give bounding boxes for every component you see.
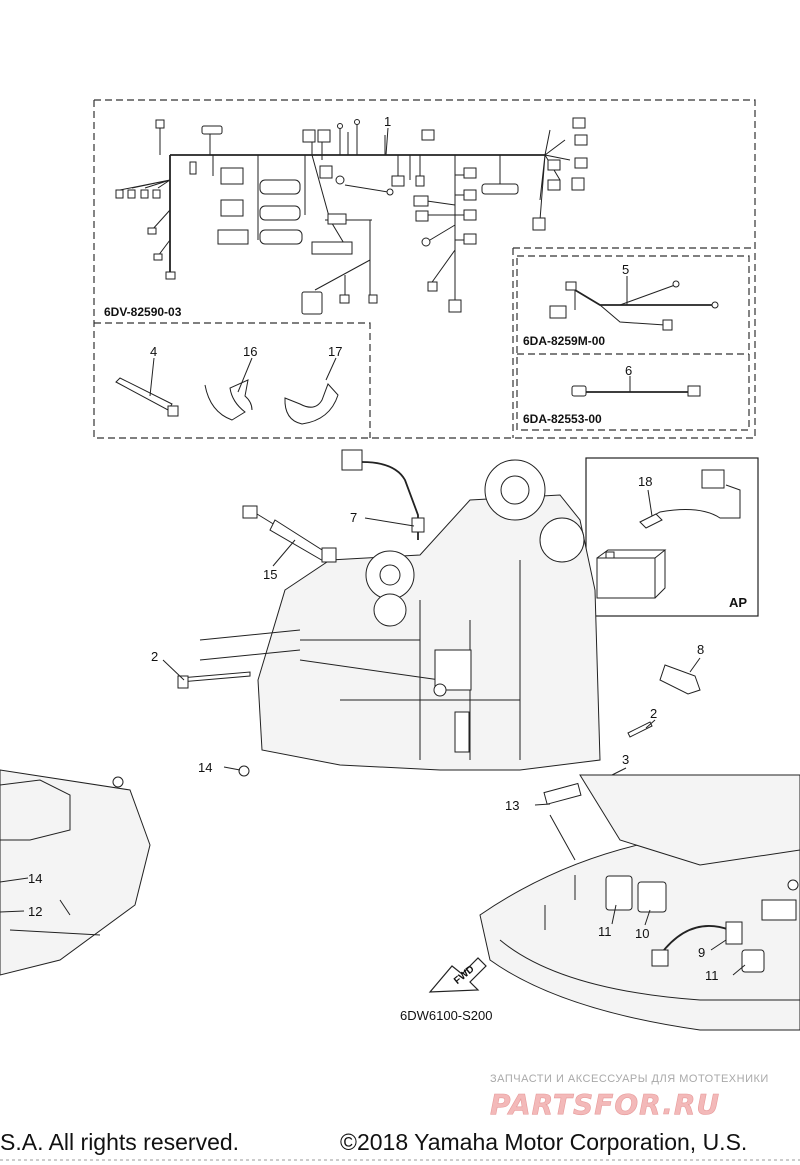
callout-18: 18 <box>638 474 652 489</box>
callout-2-right: 2 <box>650 706 657 721</box>
callout-7: 7 <box>350 510 357 525</box>
callout-4: 4 <box>150 344 157 359</box>
holder-17 <box>284 383 339 425</box>
callout-2-left: 2 <box>151 649 158 664</box>
callout-5: 5 <box>622 262 629 277</box>
callout-11-right: 11 <box>705 968 719 983</box>
ap-inset-box <box>585 457 759 617</box>
diagram-reference: 6DW6100-S200 <box>400 1008 493 1023</box>
callout-16: 16 <box>243 344 257 359</box>
watermark-logo: PARTSFOR.RU <box>490 1088 720 1121</box>
main-wire-harness <box>115 117 588 315</box>
sub-harness-5-part-code: 6DA-8259M-00 <box>523 334 605 348</box>
leader-lines <box>0 127 746 976</box>
callout-6: 6 <box>625 363 632 378</box>
engine-block <box>199 459 601 771</box>
sensor-8 <box>659 664 701 695</box>
sub-harness-5 <box>549 280 719 331</box>
sensor-15 <box>242 505 337 563</box>
callout-15: 15 <box>263 567 277 582</box>
footer-rights: S.A. All rights reserved. <box>0 1129 239 1155</box>
fwd-arrow-icon: FWD <box>428 957 487 993</box>
watermark-tagline: ЗАПЧАСТИ И АКСЕССУАРЫ ДЛЯ МОТОТЕХНИКИ <box>490 1073 769 1085</box>
callout-14-left: 14 <box>28 871 42 886</box>
callout-3: 3 <box>622 752 629 767</box>
holder-16 <box>204 379 253 421</box>
thermo-sensor-7 <box>341 449 425 540</box>
callout-13: 13 <box>505 798 519 813</box>
callout-11-left: 11 <box>598 924 612 939</box>
callout-17: 17 <box>328 344 342 359</box>
callout-10: 10 <box>635 926 649 941</box>
cable-tie-4 <box>115 377 179 417</box>
callout-9: 9 <box>698 945 705 960</box>
callout-1: 1 <box>384 114 391 129</box>
footer-copyright: ©2018 Yamaha Motor Corporation, U.S. <box>340 1129 747 1155</box>
wire-harness-group-box <box>93 99 756 439</box>
ap-label: AP <box>729 595 747 610</box>
callout-14-top: 14 <box>198 760 212 775</box>
lower-cowling-right <box>479 774 800 1031</box>
callout-12: 12 <box>28 904 42 919</box>
sub-harness-6 <box>571 385 701 397</box>
lower-cowling-left <box>0 765 250 976</box>
sub-harness-6-part-code: 6DA-82553-00 <box>523 412 602 426</box>
callout-8: 8 <box>697 642 704 657</box>
bolt-2 <box>177 671 653 738</box>
harness-part-code: 6DV-82590-03 <box>104 305 182 319</box>
